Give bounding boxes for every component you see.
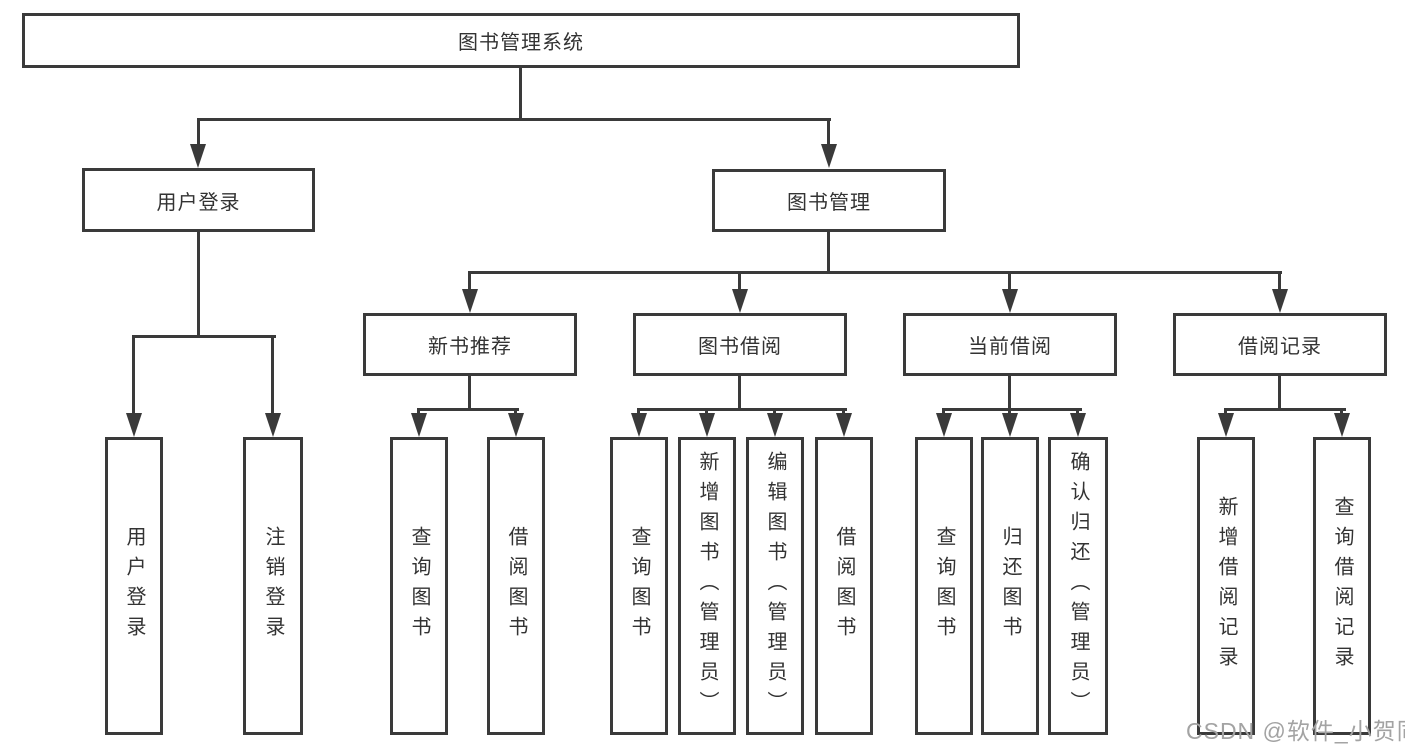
connector-line xyxy=(468,376,471,408)
arrow-down-icon xyxy=(1002,289,1018,313)
leaf-label: 借阅图书 xyxy=(833,526,855,646)
arrow-down-icon xyxy=(462,289,478,313)
leaf-label: 新增图书（管理员） xyxy=(696,451,718,721)
connector-line xyxy=(637,408,847,411)
connector-line xyxy=(468,271,1282,274)
arrow-down-icon xyxy=(190,144,206,168)
connector-line xyxy=(1008,376,1011,408)
arrow-down-icon xyxy=(1334,413,1350,437)
leaf-label: 归还图书 xyxy=(999,526,1021,646)
leaf-query-borrow-record: 查询借阅记录 xyxy=(1313,437,1371,735)
arrow-down-icon xyxy=(936,413,952,437)
leaf-label: 借阅图书 xyxy=(505,526,527,646)
connector-line xyxy=(1278,271,1281,295)
leaf-label: 注销登录 xyxy=(262,526,284,646)
leaf-logout: 注销登录 xyxy=(243,437,303,735)
arrow-down-icon xyxy=(126,413,142,437)
leaf-label: 编辑图书（管理员） xyxy=(764,451,786,721)
leaf-borrow-book: 借阅图书 xyxy=(815,437,873,735)
arrow-down-icon xyxy=(1070,413,1086,437)
node-label: 图书管理系统 xyxy=(458,32,584,54)
connector-line xyxy=(468,271,471,295)
connector-line xyxy=(197,232,200,335)
connector-line xyxy=(197,118,200,148)
node-book-management: 图书管理 xyxy=(712,169,946,232)
connector-line xyxy=(738,271,741,295)
leaf-confirm-return-admin: 确认归还（管理员） xyxy=(1048,437,1108,735)
arrow-down-icon xyxy=(1272,289,1288,313)
leaf-query-book-current: 查询图书 xyxy=(915,437,973,735)
leaf-label: 确认归还（管理员） xyxy=(1067,451,1089,721)
connector-line xyxy=(827,118,830,148)
leaf-label: 用户登录 xyxy=(123,526,145,646)
node-book-borrow: 图书借阅 xyxy=(633,313,847,376)
connector-line xyxy=(519,68,522,118)
leaf-label: 查询图书 xyxy=(933,526,955,646)
leaf-query-book-recommend: 查询图书 xyxy=(390,437,448,735)
leaf-edit-book-admin: 编辑图书（管理员） xyxy=(746,437,804,735)
connector-line xyxy=(942,408,1082,411)
arrow-down-icon xyxy=(265,413,281,437)
node-current-borrow: 当前借阅 xyxy=(903,313,1117,376)
connector-line xyxy=(1224,408,1346,411)
watermark: CSDN @软件_小贺同学 xyxy=(1186,718,1405,744)
leaf-borrow-book-recommend: 借阅图书 xyxy=(487,437,545,735)
leaf-label: 查询图书 xyxy=(628,526,650,646)
connector-line xyxy=(827,232,830,271)
connector-line xyxy=(271,335,274,419)
connector-line xyxy=(197,118,831,121)
node-label: 图书管理 xyxy=(787,192,871,214)
node-label: 用户登录 xyxy=(156,191,241,214)
node-new-book-recommend: 新书推荐 xyxy=(363,313,577,376)
leaf-label: 查询图书 xyxy=(408,526,430,646)
arrow-down-icon xyxy=(631,413,647,437)
arrow-down-icon xyxy=(508,413,524,437)
arrow-down-icon xyxy=(1218,413,1234,437)
connector-line xyxy=(1278,376,1281,408)
leaf-label: 新增借阅记录 xyxy=(1215,496,1237,676)
leaf-return-book: 归还图书 xyxy=(981,437,1039,735)
node-label: 借阅记录 xyxy=(1238,336,1322,358)
arrow-down-icon xyxy=(821,144,837,168)
connector-line xyxy=(1008,271,1011,295)
connector-line xyxy=(417,408,519,411)
node-label: 当前借阅 xyxy=(968,336,1052,358)
leaf-query-book-borrow: 查询图书 xyxy=(610,437,668,735)
node-user-login: 用户登录 xyxy=(82,168,315,232)
leaf-add-book-admin: 新增图书（管理员） xyxy=(678,437,736,735)
arrow-down-icon xyxy=(836,413,852,437)
arrow-down-icon xyxy=(767,413,783,437)
node-label: 图书借阅 xyxy=(698,336,782,358)
leaf-label: 查询借阅记录 xyxy=(1331,496,1353,676)
node-label: 新书推荐 xyxy=(428,336,512,358)
node-borrow-record: 借阅记录 xyxy=(1173,313,1387,376)
arrow-down-icon xyxy=(732,289,748,313)
leaf-user-login: 用户登录 xyxy=(105,437,163,735)
node-system-root: 图书管理系统 xyxy=(22,13,1020,68)
arrow-down-icon xyxy=(699,413,715,437)
arrow-down-icon xyxy=(411,413,427,437)
connector-line xyxy=(132,335,135,419)
leaf-add-borrow-record: 新增借阅记录 xyxy=(1197,437,1255,735)
connector-line xyxy=(738,376,741,408)
connector-line xyxy=(132,335,276,338)
arrow-down-icon xyxy=(1002,413,1018,437)
